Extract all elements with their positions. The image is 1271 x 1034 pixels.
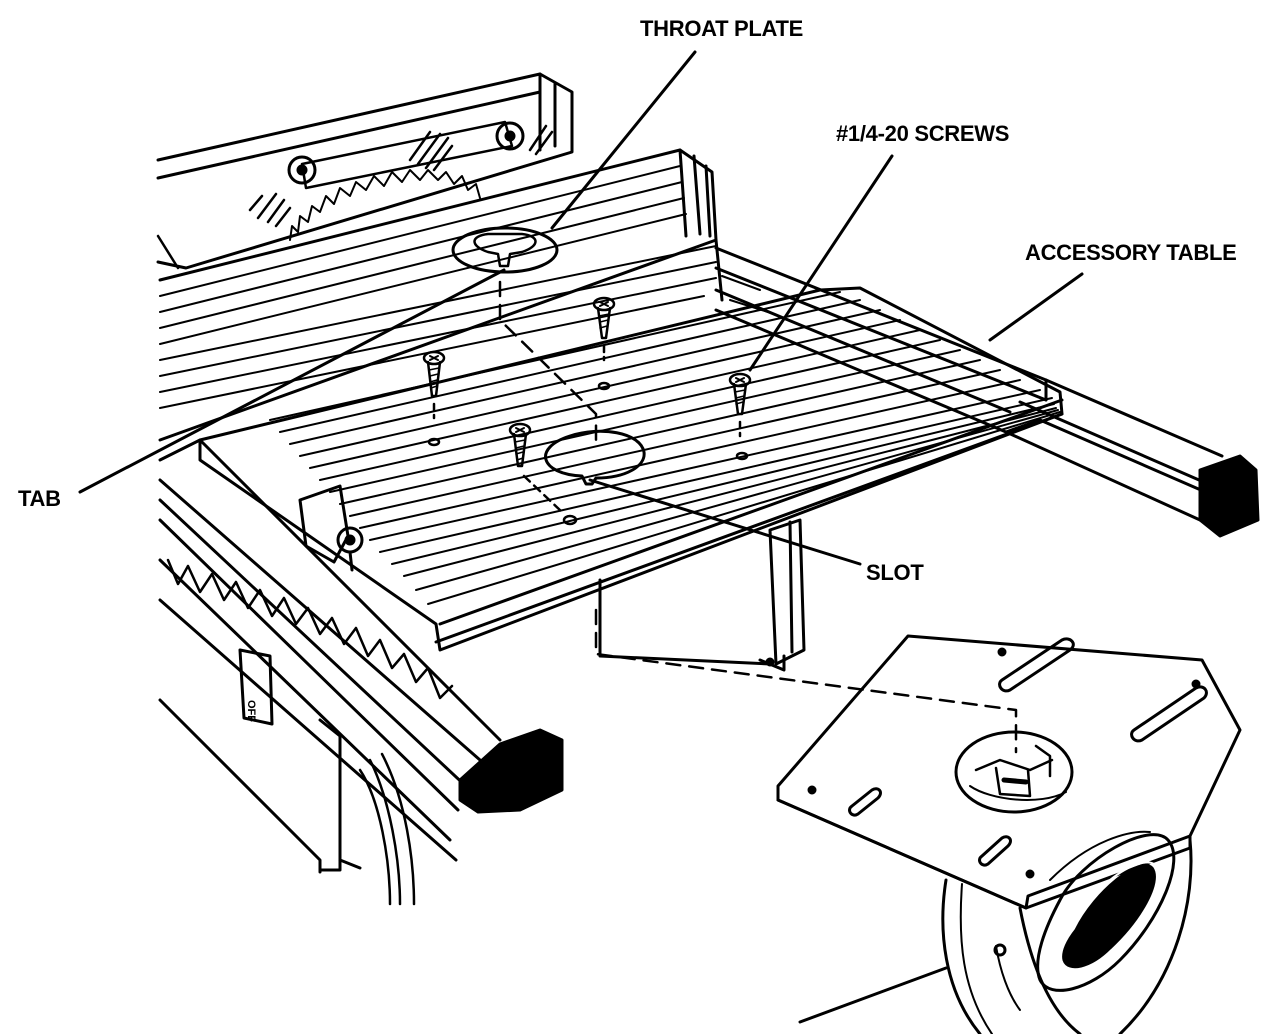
screws-label: #1/4-20 SCREWS (836, 121, 1010, 146)
throat-plate-leader (550, 50, 697, 230)
front-rail (158, 438, 564, 906)
screw-center-left (508, 422, 578, 526)
router-leader (798, 966, 948, 1024)
slot-label: SLOT (866, 560, 924, 585)
accessory-table-leader (988, 272, 1084, 342)
switch-label: OFF (245, 700, 257, 722)
screw-left (422, 350, 446, 447)
screws-leader (748, 154, 894, 372)
screw-center-right (592, 296, 616, 391)
throat-plate (451, 226, 559, 274)
screw-right (728, 372, 752, 461)
tab-leader (78, 268, 506, 494)
accessory-table-label: ACCESSORY TABLE (1025, 240, 1237, 265)
router-body (941, 830, 1193, 1034)
slot-leader (588, 478, 862, 566)
table-hole-with-slot (544, 429, 646, 486)
leader-lines (78, 50, 1084, 1024)
saw-table (158, 148, 724, 442)
blade-guard (156, 72, 574, 270)
accessory-table (198, 286, 1064, 672)
tab-label: TAB (18, 486, 61, 511)
throat-plate-label: THROAT PLATE (640, 16, 804, 41)
router-base-plate (776, 634, 1242, 910)
